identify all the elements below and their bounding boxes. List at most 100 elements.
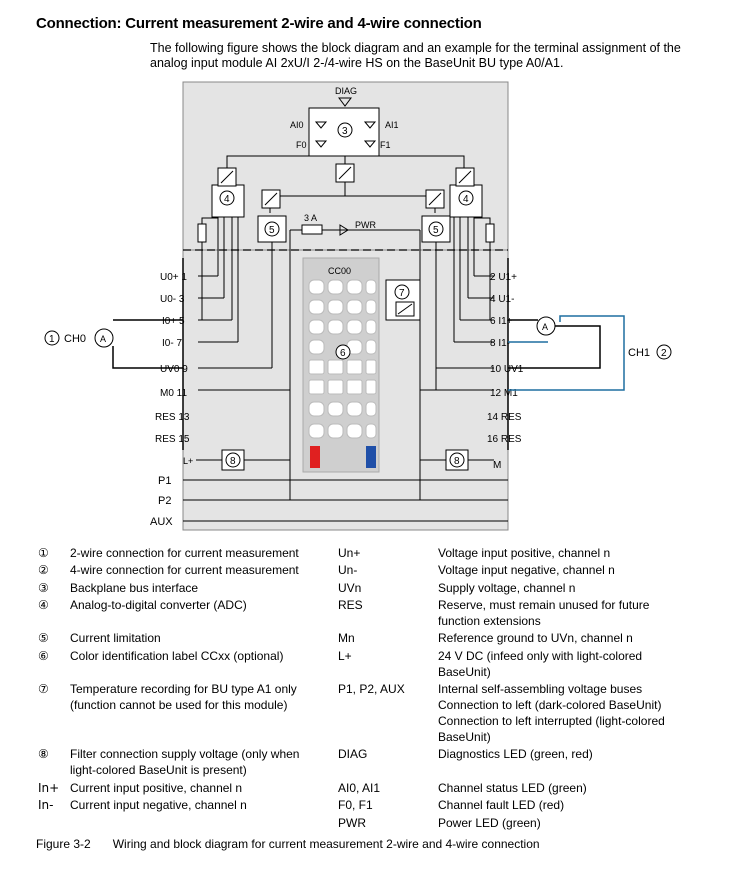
legend-left-mark: ④ [38,598,49,612]
legend-right-key: L+ [338,649,352,663]
callout-7: 7 [399,288,405,299]
f1-led-icon [363,140,377,148]
term-u0m: U0- 3 [160,294,185,305]
ammeter-ch0-icon [94,328,114,348]
legend-right-key: PWR [338,816,366,830]
legend-left-text: Filter connection supply voltage (only w… [70,747,300,777]
ammeter-ch1-label: A [542,322,548,332]
ch0-label: CH0 [64,333,86,345]
lplus-label: L+ [183,456,193,466]
ai1-label: AI1 [385,120,399,130]
callout-4-left: 4 [224,194,230,205]
legend-left-text: Color identification label CCxx (optiona… [70,649,284,663]
term-m1: 12 M1 [490,388,518,399]
term-res16: 16 RES [487,434,522,445]
legend-right-text: Supply voltage, channel n [438,581,576,595]
term-i0p: I0+ 5 [162,316,185,327]
callout-6: 6 [340,348,346,359]
legend-left-text: 2-wire connection for current measuremen… [70,546,299,560]
legend-left-mark: In+ [38,781,60,795]
term-res13: RES 13 [155,412,190,423]
bus-p2-label: P2 [158,495,171,507]
ammeter-ch1-icon [536,316,556,336]
legend-right-key: F0, F1 [338,798,373,812]
legend-right-text: Reference ground to UVn, channel n [438,631,633,645]
legend-right-text: Voltage input positive, channel n [438,546,611,560]
f0-led-icon [314,140,328,148]
legend-left-mark: ⑤ [38,631,49,645]
legend-left-text: Current input negative, channel n [70,798,247,812]
ai0-led-icon [314,121,328,129]
figure-label: Figure 3-2 [36,837,91,851]
fuse-icon [301,224,323,235]
fuse-label: 3 A [304,213,317,223]
pwr-label: PWR [355,220,376,230]
legend-left-mark: ① [38,546,49,560]
f1-label: F1 [380,140,391,150]
term-m0: M0 11 [160,388,187,399]
m-label: M [493,460,501,471]
legend-right-text: Channel status LED (green) [438,781,587,795]
term-i1p: 6 I1+ [490,316,513,327]
callout-8-right: 8 [454,456,460,467]
legend-right-key: P1, P2, AUX [338,682,405,696]
legend-right-key: UVn [338,581,362,595]
term-i1m: 8 I1- [490,338,510,349]
legend-right-text: Power LED (green) [438,816,541,830]
legend-right-text: Internal self-assembling voltage buses C… [438,682,665,744]
term-i0m: I0- 7 [162,338,182,349]
term-u1m: 4 U1- [490,294,514,305]
block-diagram: DIAG 3 AI0 F0 AI1 F1 4 4 5 5 3 A PWR [44,81,672,531]
legend-right-key: Mn [338,631,355,645]
legend-right-text: Reserve, must remain unused for future f… [438,598,650,628]
callout-5-left: 5 [269,225,275,236]
term-res14: 14 RES [487,412,522,423]
legend-right-key: DIAG [338,747,368,761]
intro-text: The following figure shows the block dia… [150,41,681,70]
legend-right-key: Un- [338,563,358,577]
ai1-led-icon [363,121,377,129]
figure-text: Wiring and block diagram for current mea… [112,837,540,851]
page-title: Connection: Current measurement 2-wire a… [36,15,482,32]
legend-left-text: Current input positive, channel n [70,781,243,795]
callout-8-left: 8 [230,456,236,467]
callout-2: 2 [661,348,667,359]
legend-left-mark: ⑥ [38,649,49,663]
legend-left-text: 4-wire connection for current measuremen… [70,563,299,577]
term-uv1: 10 UV1 [490,364,524,375]
legend-right-text: Diagnostics LED (green, red) [438,747,593,761]
legend-left-text: Analog-to-digital converter (ADC) [70,598,247,612]
term-u0p: U0+ 1 [160,272,187,283]
callout-1: 1 [49,334,55,345]
legend-left-mark: In- [38,798,54,812]
legend-left-mark: ⑦ [38,682,49,696]
callout-5-right: 5 [433,225,439,236]
f0-label: F0 [296,140,307,150]
legend-right-text: Channel fault LED (red) [438,798,565,812]
cc-label: CC00 [328,266,351,276]
legend-right-text: Voltage input negative, channel n [438,563,615,577]
legend-left-text: Backplane bus interface [70,581,199,595]
legend-right-key: Un+ [338,546,361,560]
figure-caption: Figure 3-2 Wiring and block diagram for c… [36,837,562,851]
legend-left-text: Current limitation [70,631,161,645]
bus-p1-label: P1 [158,475,171,487]
bus-aux-label: AUX [150,516,173,528]
legend-left-mark: ⑧ [38,747,49,761]
callout-4-right: 4 [463,194,469,205]
shunt-resistor-right [485,223,495,243]
legend-left-text: Temperature recording for BU type A1 onl… [70,682,297,712]
diag-led-icon [338,97,352,107]
legend-right-key: RES [338,598,363,612]
ammeter-ch0-label: A [100,334,106,344]
red-label [310,446,320,468]
legend-right-key: AI0, AI1 [338,781,381,795]
ch1-label: CH1 [628,347,650,359]
legend-left-mark: ③ [38,581,49,595]
callout-3: 3 [342,126,348,137]
legend-left-mark: ② [38,563,49,577]
shunt-resistor-left [197,223,207,243]
pwr-led-icon [339,224,349,236]
term-res15: RES 15 [155,434,190,445]
term-uv0: UV0 9 [160,364,188,375]
